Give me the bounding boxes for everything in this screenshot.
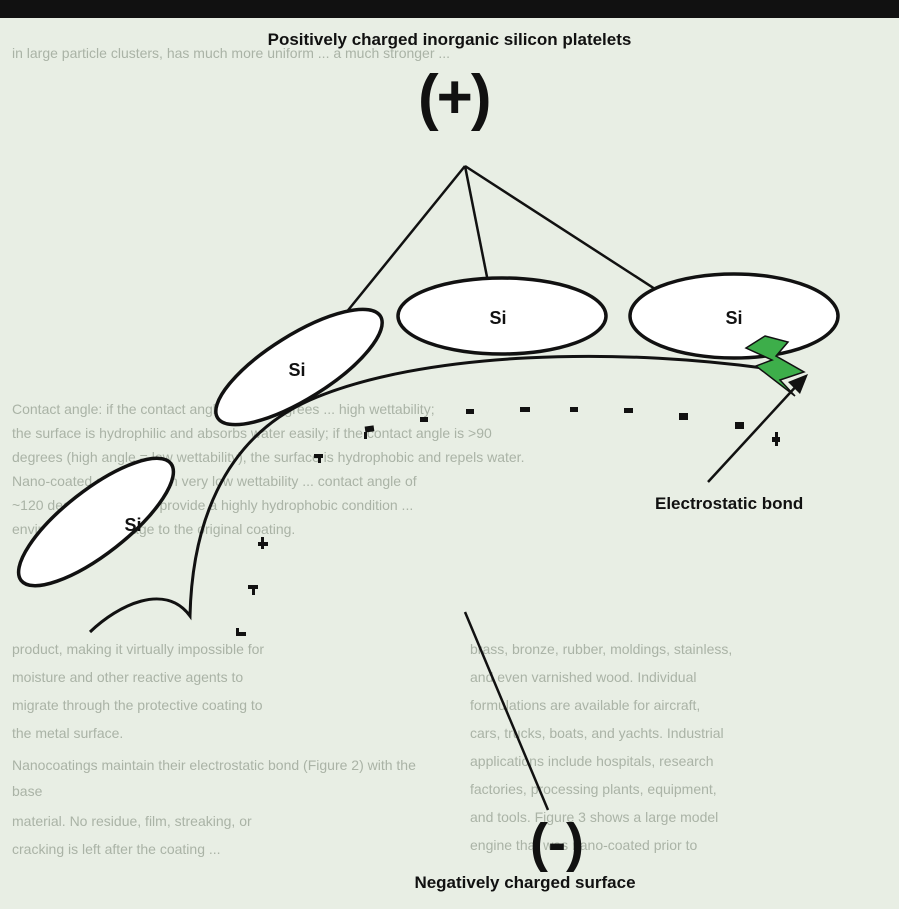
si-label-2: Si — [288, 360, 305, 380]
electrostatic-bond-label: Electrostatic bond — [655, 494, 803, 514]
surface-charge-marks — [236, 407, 780, 636]
charge-mark — [261, 537, 264, 549]
charge-mark — [520, 407, 530, 412]
charge-mark — [570, 407, 578, 412]
charge-mark — [252, 585, 255, 595]
positive-platelets-title: Positively charged inorganic silicon pla… — [0, 30, 899, 50]
charge-mark — [420, 417, 428, 422]
charge-mark — [364, 432, 367, 439]
charge-mark — [624, 408, 633, 413]
charge-mark — [365, 425, 375, 432]
charge-mark — [318, 454, 321, 463]
negative-surface-title: Negatively charged surface — [300, 873, 750, 893]
charge-mark — [679, 413, 688, 420]
charge-mark — [466, 409, 474, 414]
si-label-1: Si — [124, 515, 141, 535]
bond-arrow-line — [708, 382, 800, 482]
surface-arrow-line — [465, 612, 548, 810]
si-label-4: Si — [725, 308, 742, 328]
charge-mark — [735, 422, 744, 429]
charge-mark — [236, 628, 239, 636]
branch-line-middle — [465, 166, 490, 292]
positive-charge-symbol: (+) — [418, 62, 490, 133]
charge-mark — [775, 432, 778, 446]
si-label-3: Si — [489, 308, 506, 328]
negative-charge-symbol: (-) — [530, 812, 584, 874]
si-platelet-1 — [1, 438, 190, 605]
